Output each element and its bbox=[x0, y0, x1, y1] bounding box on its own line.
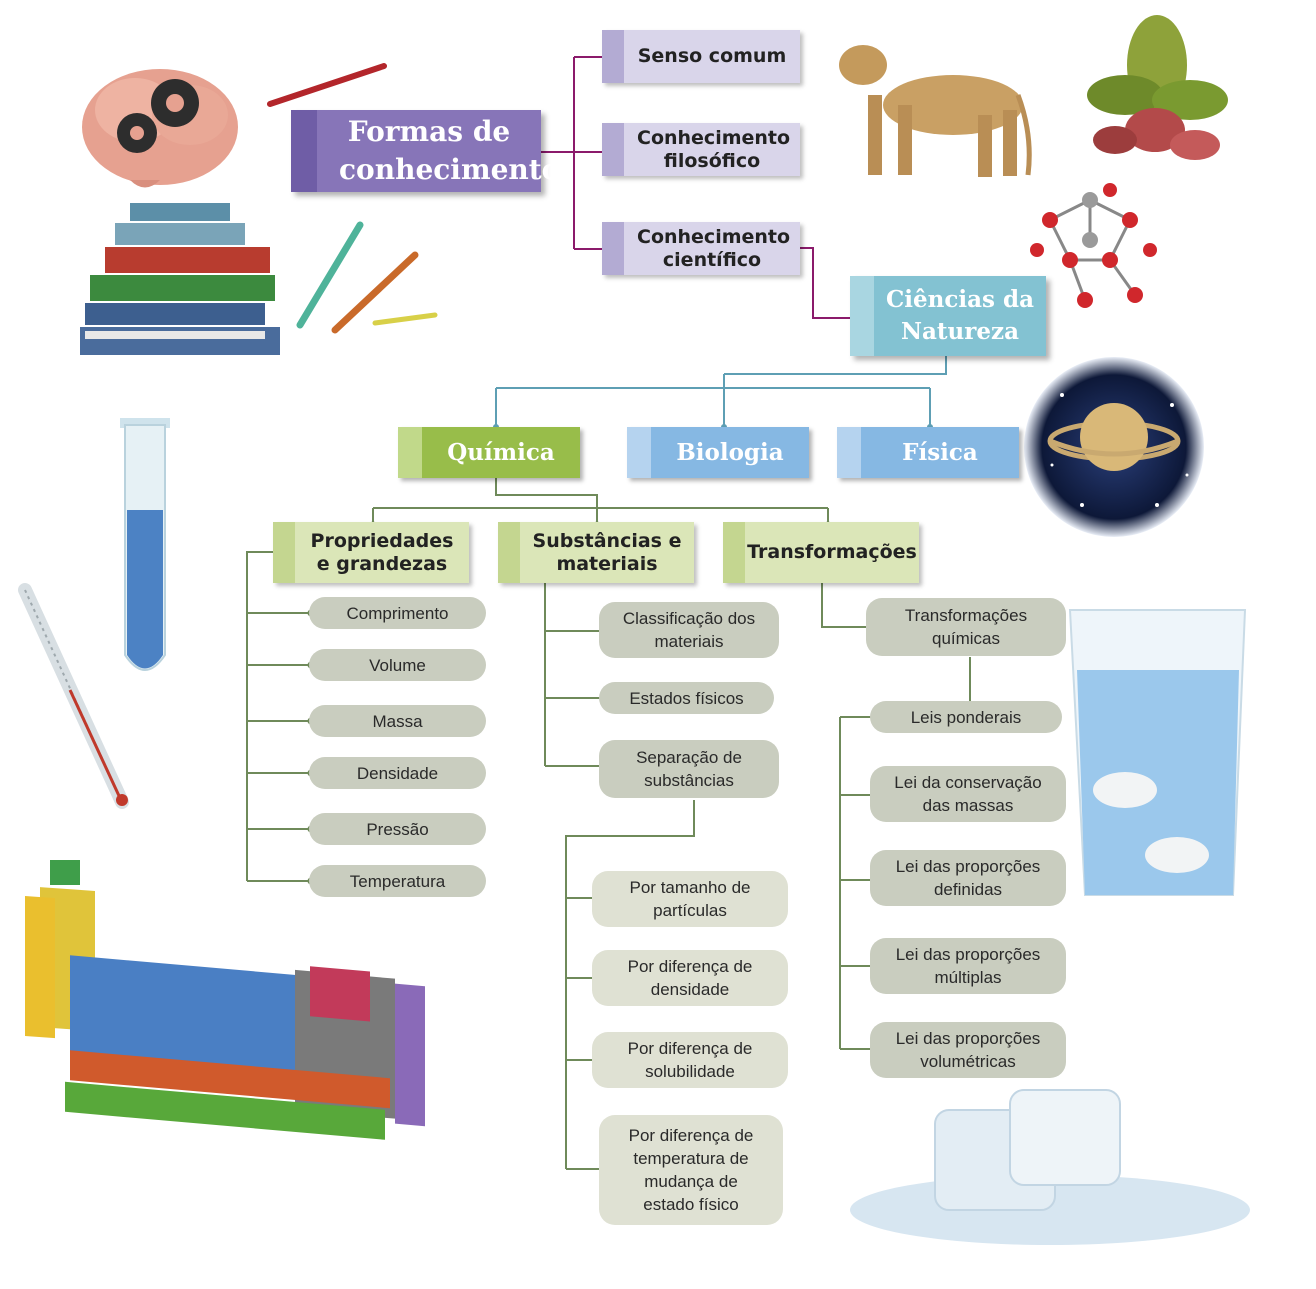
method-label: Por tamanho de partículas bbox=[629, 878, 751, 920]
lioness-icon bbox=[839, 45, 1032, 177]
pencils-icon bbox=[296, 221, 438, 334]
method-tamanho: Por tamanho de partículas bbox=[592, 871, 788, 927]
leaf-comprimento: Comprimento bbox=[309, 597, 486, 629]
method-solubilidade: Por diferença de solubilidade bbox=[592, 1032, 788, 1088]
leaf-densidade: Densidade bbox=[309, 757, 486, 789]
leaf-label: Leis ponderais bbox=[910, 707, 1022, 727]
topic-label: Transformações bbox=[747, 541, 917, 563]
method-label: Por diferença de temperatura de mudança … bbox=[628, 1126, 754, 1214]
law-conservacao: Lei da conservação das massas bbox=[870, 766, 1066, 822]
science-label: Física bbox=[902, 439, 978, 466]
molecule-icon bbox=[1030, 183, 1157, 308]
leaf-label: Massa bbox=[372, 711, 423, 731]
books-icon bbox=[80, 203, 280, 355]
law-definidas: Lei das proporções definidas bbox=[870, 850, 1066, 906]
teal-connectors bbox=[495, 356, 947, 427]
leaf-label: Separação de substâncias bbox=[636, 748, 742, 790]
form-senso-comum: Senso comum bbox=[602, 30, 800, 83]
law-label: Lei das proporções múltiplas bbox=[895, 945, 1041, 987]
leaf-massa: Massa bbox=[309, 705, 486, 737]
law-volumetricas: Lei das proporções volumétricas bbox=[870, 1022, 1066, 1078]
form-conhecimento-filosofico: Conhecimento filosófico bbox=[602, 123, 800, 176]
saturn-space-icon bbox=[1024, 357, 1204, 537]
periodic-table-icon bbox=[25, 860, 425, 1140]
science-fisica: Física bbox=[837, 427, 1019, 478]
root-label: Formas de conhecimento bbox=[339, 115, 561, 186]
science-label: Química bbox=[447, 439, 555, 466]
method-label: Por diferença de densidade bbox=[627, 957, 753, 999]
ice-cubes-icon bbox=[850, 1089, 1250, 1245]
natural-sciences-label: Ciências da Natureza bbox=[886, 286, 1034, 345]
method-temperatura: Por diferença de temperatura de mudança … bbox=[599, 1115, 783, 1225]
science-label: Biologia bbox=[676, 439, 784, 466]
natural-sciences-node: Ciências da Natureza bbox=[850, 276, 1046, 356]
leaf-pressao: Pressão bbox=[309, 813, 486, 845]
law-label: Lei das proporções volumétricas bbox=[895, 1029, 1041, 1071]
law-multiplas: Lei das proporções múltiplas bbox=[870, 938, 1066, 994]
pencil-icon bbox=[267, 63, 387, 107]
form-label: Conhecimento científico bbox=[637, 225, 791, 271]
leaf-temperatura: Temperatura bbox=[309, 865, 486, 897]
topic-substancias: Substâncias e materiais bbox=[498, 522, 694, 583]
science-quimica: Química bbox=[398, 427, 580, 478]
thermometer-icon bbox=[18, 583, 129, 809]
science-biologia: Biologia bbox=[627, 427, 809, 478]
topic-transformacoes: Transformações bbox=[723, 522, 919, 583]
leaf-label: Estados físicos bbox=[629, 688, 744, 708]
leaf-leis-ponderais: Leis ponderais bbox=[870, 701, 1062, 733]
test-tube-icon bbox=[120, 418, 170, 671]
topic-label: Propriedades e grandezas bbox=[310, 529, 454, 575]
law-label: Lei das proporções definidas bbox=[895, 857, 1041, 899]
water-glass-icon bbox=[1068, 609, 1247, 896]
leaf-separacao: Separação de substâncias bbox=[599, 740, 779, 798]
plant-icon bbox=[1087, 15, 1228, 160]
leaf-label: Volume bbox=[369, 655, 426, 675]
form-conhecimento-cientifico: Conhecimento científico bbox=[602, 222, 800, 275]
leaf-classificacao: Classificação dos materiais bbox=[599, 602, 779, 658]
leaf-label: Temperatura bbox=[349, 871, 446, 891]
root-node: Formas de conhecimento bbox=[291, 110, 561, 192]
law-label: Lei da conservação das massas bbox=[894, 773, 1042, 815]
leaf-label: Comprimento bbox=[346, 603, 449, 623]
method-densidade: Por diferença de densidade bbox=[592, 950, 788, 1006]
topic-propriedades: Propriedades e grandezas bbox=[273, 522, 469, 583]
leaf-label: Densidade bbox=[356, 763, 439, 783]
brain-gears-icon bbox=[82, 69, 238, 188]
leaf-label: Classificação dos materiais bbox=[622, 609, 756, 651]
topic-label: Substâncias e materiais bbox=[532, 529, 682, 575]
leaf-estados-fisicos: Estados físicos bbox=[599, 682, 774, 714]
leaf-volume: Volume bbox=[309, 649, 486, 681]
form-label: Senso comum bbox=[637, 45, 787, 67]
leaf-transformacoes-quimicas: Transformações químicas bbox=[866, 598, 1066, 656]
method-label: Por diferença de solubilidade bbox=[627, 1039, 753, 1081]
leaf-label: Transformações químicas bbox=[904, 606, 1028, 648]
leaf-label: Pressão bbox=[366, 819, 429, 839]
form-label: Conhecimento filosófico bbox=[637, 126, 791, 172]
purple-connectors bbox=[541, 56, 853, 319]
